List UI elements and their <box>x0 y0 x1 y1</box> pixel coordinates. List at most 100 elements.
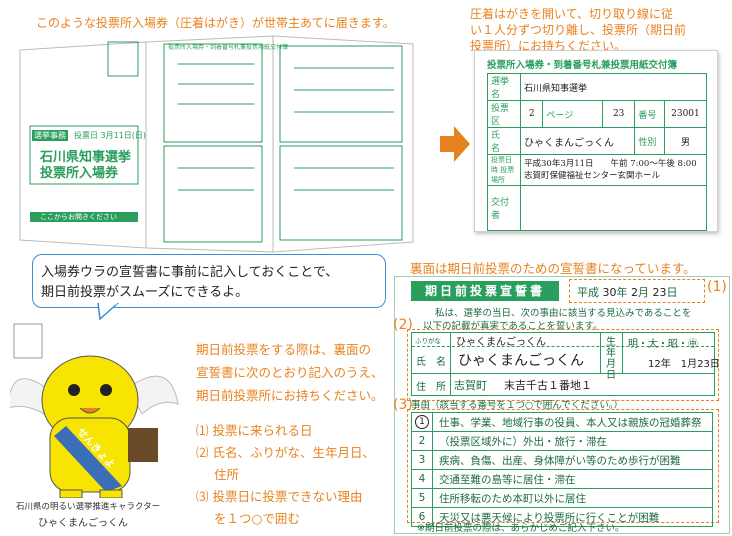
address-divider <box>412 373 714 374</box>
furigana-divider <box>412 346 714 347</box>
ticket-label-name: 氏 名 <box>487 127 521 155</box>
instruction-items: ⑴ 投票に来られる日 ⑵ 氏名、ふりがな、生年月日、 住所 ⑶ 投票日に投票でき… <box>196 420 375 530</box>
declaration-header-note: 裏面は期日前投票のための宣誓書になっています。 <box>410 261 696 276</box>
reason-num-4: 4 <box>412 470 433 488</box>
date-year: 30 <box>602 286 617 299</box>
ticket-title: 投票所入場券・到着番号札兼投票用紙交付簿 <box>487 60 678 71</box>
speech-tail <box>97 303 120 321</box>
date-field[interactable]: 平成 30年 2月 23日 <box>577 284 678 300</box>
reason-row-6[interactable]: 6 天災又は悪天候により投票所に行くことが困難 <box>411 508 713 527</box>
postcard-open-here: ここからお開きください <box>40 213 117 221</box>
address-town: 志賀町 <box>454 379 487 392</box>
ticket-number: 23001 <box>663 100 708 128</box>
name-label: 氏 名 <box>416 357 446 368</box>
ticket-date: 平成30年3月11日 午前 7:00～午後 8:00 <box>524 159 697 169</box>
ticket-page: 23 <box>601 100 636 128</box>
date-day: 23 <box>652 286 667 299</box>
name-value[interactable]: ひゃくまんごっくん <box>458 353 584 369</box>
reasons-highlight <box>407 409 719 523</box>
character-caption1: 石川県の明るい選挙推進キャラクター <box>16 502 161 512</box>
intro-right-text: 圧着はがきを開いて、切り取り線に従 い１人分ずつ切り離し、投票所（期日前 投票所… <box>470 6 686 54</box>
postcard-illustration: 投票所入場券・到着番号札兼投票用紙交付簿 選挙事務 投票日 3月11日(日) 石… <box>18 34 428 256</box>
speech-line2: 期日前投票がスムーズにできるよ。 <box>41 285 249 300</box>
address-label: 住 所 <box>416 382 446 393</box>
arrow-right-icon <box>440 126 470 162</box>
ticket-place: 志賀町保健福祉センター玄関ホール <box>524 171 661 181</box>
date-month: 2 <box>631 286 638 299</box>
furigana-label: ふりがな <box>415 337 441 345</box>
ticket-label-district: 投票区 <box>487 100 521 128</box>
character-illustration: せんきょよ <box>7 318 190 499</box>
postcard-title-2: 投票所入場券 <box>40 166 119 181</box>
declaration-form: 期日前投票宣誓書 平成 30年 2月 23日 (1) 私は、選挙の当日、次の事由… <box>393 276 730 534</box>
date-highlight <box>569 279 705 303</box>
ticket-table: 選挙名 石川県知事選挙 投票区 2 ページ 23 番号 23001 氏 名 ひゃ… <box>487 73 708 231</box>
reason-text-6: 天災又は悪天候により投票所に行くことが困難 <box>439 511 660 524</box>
instructions-p1: 期日前投票をする際は、裏面の <box>196 342 372 357</box>
reason-row-3[interactable]: 3 疾病、負傷、出産、身体障がい等のため歩行が困難 <box>411 451 713 470</box>
character-caption2: ひゃくまんごっくん <box>38 518 128 529</box>
ticket-datetime-place: 平成30年3月11日 午前 7:00～午後 8:00 志賀町保健福祉センター玄関… <box>520 154 707 186</box>
reason-row-4[interactable]: 4 交通至難の島等に居住・滞在 <box>411 470 713 489</box>
reason-text-3: 疾病、負傷、出産、身体障がい等のため歩行が困難 <box>439 454 681 467</box>
intro-right-line3: 投票所）にお持ちください。 <box>470 39 627 53</box>
instructions-p3: 期日前投票所にお持ちください。 <box>196 388 384 403</box>
date-era: 平成 <box>577 286 599 299</box>
reason-num-6: 6 <box>412 508 433 526</box>
character-shape <box>7 323 179 499</box>
date-day-unit: 日 <box>666 286 678 299</box>
reason-row-1[interactable]: 1 仕事、学業、地域行事の役員、本人又は親族の冠婚葬祭 <box>411 412 713 432</box>
reason-row-2[interactable]: 2 （投票区域外に）外出・旅行・滞在 <box>411 432 713 451</box>
ticket-label-number: 番号 <box>634 100 665 128</box>
instructions-p2: 宣誓書に次のとおり記入のうえ、 <box>196 365 384 380</box>
date-year-unit: 年 <box>616 286 628 299</box>
declaration-footer: ※期日前投票の際は、あらかじめご記入下さい。 <box>417 523 625 534</box>
ticket-label-type: 選挙名 <box>487 73 521 101</box>
instruction-item1: ⑴ 投票に来られる日 <box>196 423 313 438</box>
reason-text-5: 住所移転のため本町以外に居住 <box>439 492 586 505</box>
reason-num-1: 1 <box>412 413 433 431</box>
birth-divider2 <box>622 333 623 373</box>
postcard-date: 投票日 3月11日(日) <box>74 131 147 140</box>
ticket-card: 投票所入場券・到着番号札兼投票用紙交付簿 選挙名 石川県知事選挙 投票区 2 ペ… <box>474 50 718 232</box>
personal-table: ふりがな ひゃくまんごっくん 氏 名 ひゃくまんごっくん 生年月日 明・大・昭・… <box>411 332 720 396</box>
speech-line1: 入場券ウラの宣誓書に事前に記入しておくことで、 <box>41 265 339 280</box>
reason-text-2: （投票区域外に）外出・旅行・滞在 <box>439 435 607 448</box>
intro-right-line2: い１人分ずつ切り離し、投票所（期日前 <box>470 23 687 37</box>
postcard-title-1: 石川県知事選挙 <box>40 150 132 165</box>
personal-highlight <box>407 329 719 401</box>
instructions: 期日前投票をする際は、裏面の 宣誓書に次のとおり記入のうえ、 期日前投票所にお持… <box>196 338 384 407</box>
instruction-item3b: を１つ○で囲む <box>214 511 300 526</box>
address-value[interactable]: 末吉千古１番地１ <box>504 379 592 392</box>
reason-header: 事由（該当する番号を１つ○で囲んでください。） <box>411 400 624 411</box>
reason-circle-1: 1 <box>415 415 429 429</box>
declaration-title: 期日前投票宣誓書 <box>411 281 559 301</box>
intro-left-text: このような投票所入場券（圧着はがき）が世帯主あてに届きます。 <box>36 16 395 30</box>
reason-num-3: 3 <box>412 451 433 469</box>
oath-line1: 私は、選挙の当日、次の事由に該当する見込みであることを <box>435 308 692 319</box>
speech-bubble: 入場券ウラの宣誓書に事前に記入しておくことで、 期日前投票がスムーズにできるよ。 <box>32 254 386 308</box>
reason-num-5: 5 <box>412 489 433 507</box>
personal-label-col <box>412 333 451 395</box>
birth-label: 生年月日 <box>606 337 616 381</box>
ticket-label-issue: 交付者 <box>487 185 521 231</box>
oath-line2: 以下の記載が真実であることを誓います。 <box>423 321 603 332</box>
ticket-election: 石川県知事選挙 <box>520 73 707 101</box>
ticket-district: 2 <box>519 100 544 128</box>
instruction-item3a: ⑶ 投票日に投票できない理由 <box>196 489 363 504</box>
reason-row-5[interactable]: 5 住所移転のため本町以外に居住 <box>411 489 713 508</box>
birth-divider <box>600 333 601 373</box>
ticket-label-sex: 性別 <box>634 127 665 155</box>
birth-value[interactable]: 12年 1月23日 <box>648 359 720 370</box>
ticket-issue-blank <box>520 185 707 231</box>
era-choices: 明・大・昭・㊥ <box>628 339 698 350</box>
instruction-item2b: 住所 <box>214 467 240 482</box>
postcard-small-title: 投票所入場券・到着番号札兼投票用紙交付簿 <box>168 44 289 51</box>
reason-text-4: 交通至難の島等に居住・滞在 <box>439 473 576 486</box>
marker-1: (1) <box>707 279 727 295</box>
instruction-item2a: ⑵ 氏名、ふりがな、生年月日、 <box>196 445 375 460</box>
furigana-value[interactable]: ひゃくまんごっくん <box>456 337 546 348</box>
reasons-list: 1 仕事、学業、地域行事の役員、本人又は親族の冠婚葬祭 2 （投票区域外に）外出… <box>411 412 713 527</box>
ticket-label-page: ページ <box>542 100 603 128</box>
ticket-label-place: 投票日時 投票場所 <box>487 154 521 186</box>
